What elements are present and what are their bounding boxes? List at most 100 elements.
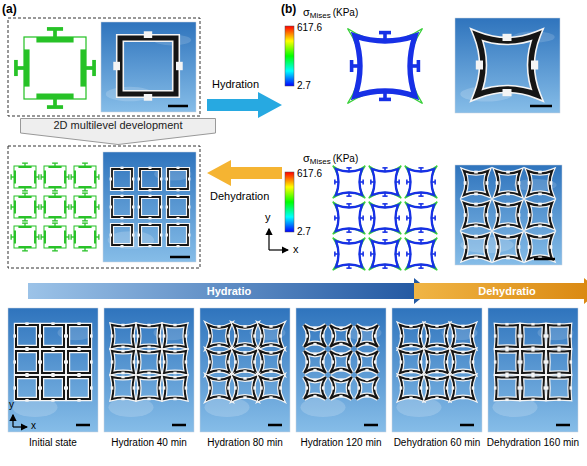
arrow-label: Hydration xyxy=(212,78,259,91)
sample-tab xyxy=(13,386,16,389)
stress-subscript: Mises xyxy=(310,157,331,167)
sample-tab xyxy=(147,346,150,349)
sample-frame xyxy=(330,351,352,373)
scale-bar xyxy=(556,424,570,427)
sample-tab xyxy=(137,360,140,363)
stress-unit: (KPa) xyxy=(333,7,359,19)
sample-frame xyxy=(522,325,544,347)
sample-frame xyxy=(528,203,552,227)
sample-frame xyxy=(356,325,378,347)
sample-tab xyxy=(173,346,176,349)
sample-rim xyxy=(426,377,448,399)
sample-tab xyxy=(505,346,508,349)
stress-frame xyxy=(355,36,415,96)
sample-tab xyxy=(217,325,220,328)
frame-tab xyxy=(40,234,41,240)
sample-tab xyxy=(538,225,542,228)
sample-tab xyxy=(144,31,152,38)
sample-frame xyxy=(426,325,448,347)
sample-tab xyxy=(506,235,510,238)
sample-tab xyxy=(506,193,510,196)
stress-tab xyxy=(382,195,387,197)
sample-tab xyxy=(25,399,28,402)
sample-frame xyxy=(356,377,378,399)
frame-bar xyxy=(74,170,76,183)
stress-tab xyxy=(382,267,387,269)
sample-frame xyxy=(164,325,186,347)
frame-tab xyxy=(38,174,39,180)
sample-tab xyxy=(435,371,438,374)
frame-bar xyxy=(48,196,61,198)
sample-rim xyxy=(112,377,134,399)
stress-tab xyxy=(379,31,391,35)
sample-tab xyxy=(538,193,542,196)
sample-frame xyxy=(330,325,352,347)
sample-tab xyxy=(331,360,334,363)
frame-tab xyxy=(82,192,88,193)
dashed-box xyxy=(8,146,200,268)
sample-tab xyxy=(365,369,368,372)
sample-frame xyxy=(112,225,132,245)
arrow-label: Dehydration xyxy=(210,190,269,203)
sample-tab xyxy=(121,189,124,191)
stress-outline xyxy=(405,238,438,271)
photo-background xyxy=(104,308,194,432)
sample-rim xyxy=(208,351,230,373)
sample-rim xyxy=(548,325,570,347)
axis-line xyxy=(268,229,269,250)
sample-tab xyxy=(208,360,211,363)
sample-frame xyxy=(496,203,520,227)
frame-tab xyxy=(10,204,11,210)
sample-tab xyxy=(208,386,211,389)
sample-frame xyxy=(304,351,326,373)
sample-frame xyxy=(452,377,474,399)
sample-rim xyxy=(140,169,160,189)
sample-tab xyxy=(322,334,325,337)
sample-tab xyxy=(269,396,272,399)
sample-tab xyxy=(147,372,150,375)
axis-label: x xyxy=(293,243,299,256)
frame-tab xyxy=(68,234,69,240)
sample-tab xyxy=(452,334,455,337)
sample-tab xyxy=(243,396,246,399)
sample-tab xyxy=(243,377,246,380)
sample-tab xyxy=(538,203,542,206)
sample-tab xyxy=(557,346,560,349)
sample-rim xyxy=(138,325,160,347)
stress-tab xyxy=(334,215,336,220)
sample-tab xyxy=(409,371,412,374)
frame-bar xyxy=(34,170,36,183)
sample-tab xyxy=(234,334,237,337)
sample-tab xyxy=(400,360,403,363)
frame-tab xyxy=(52,222,58,223)
sample-frame xyxy=(426,351,448,373)
axis-label: y xyxy=(265,211,271,224)
sample-rim xyxy=(356,351,378,373)
frame-bar xyxy=(18,196,31,198)
sample-tab xyxy=(474,257,478,260)
sample-tab xyxy=(149,189,152,191)
sample-tab xyxy=(446,360,449,363)
frame-bar xyxy=(78,226,91,228)
sample-tab xyxy=(269,325,272,328)
sample-frame xyxy=(42,325,64,347)
sample-tab xyxy=(234,360,237,363)
frame-outline xyxy=(14,226,36,248)
sample-tab xyxy=(243,351,246,354)
sample-tab xyxy=(159,386,162,389)
frame-bar xyxy=(18,246,31,248)
sample-tab xyxy=(557,398,560,401)
sample-tab xyxy=(51,348,54,351)
sample-tab xyxy=(348,334,351,337)
sample-tab xyxy=(494,386,497,389)
sample-tab xyxy=(51,322,54,325)
frame-bar xyxy=(94,200,96,213)
sample-frame xyxy=(42,351,64,373)
sample-tab xyxy=(557,372,560,375)
sample-frame xyxy=(400,325,422,347)
stress-tab xyxy=(346,195,351,197)
photo-background xyxy=(488,308,578,432)
sample-tab xyxy=(253,360,256,363)
sample-tab xyxy=(557,349,560,352)
panel-label: (b) xyxy=(281,2,296,16)
